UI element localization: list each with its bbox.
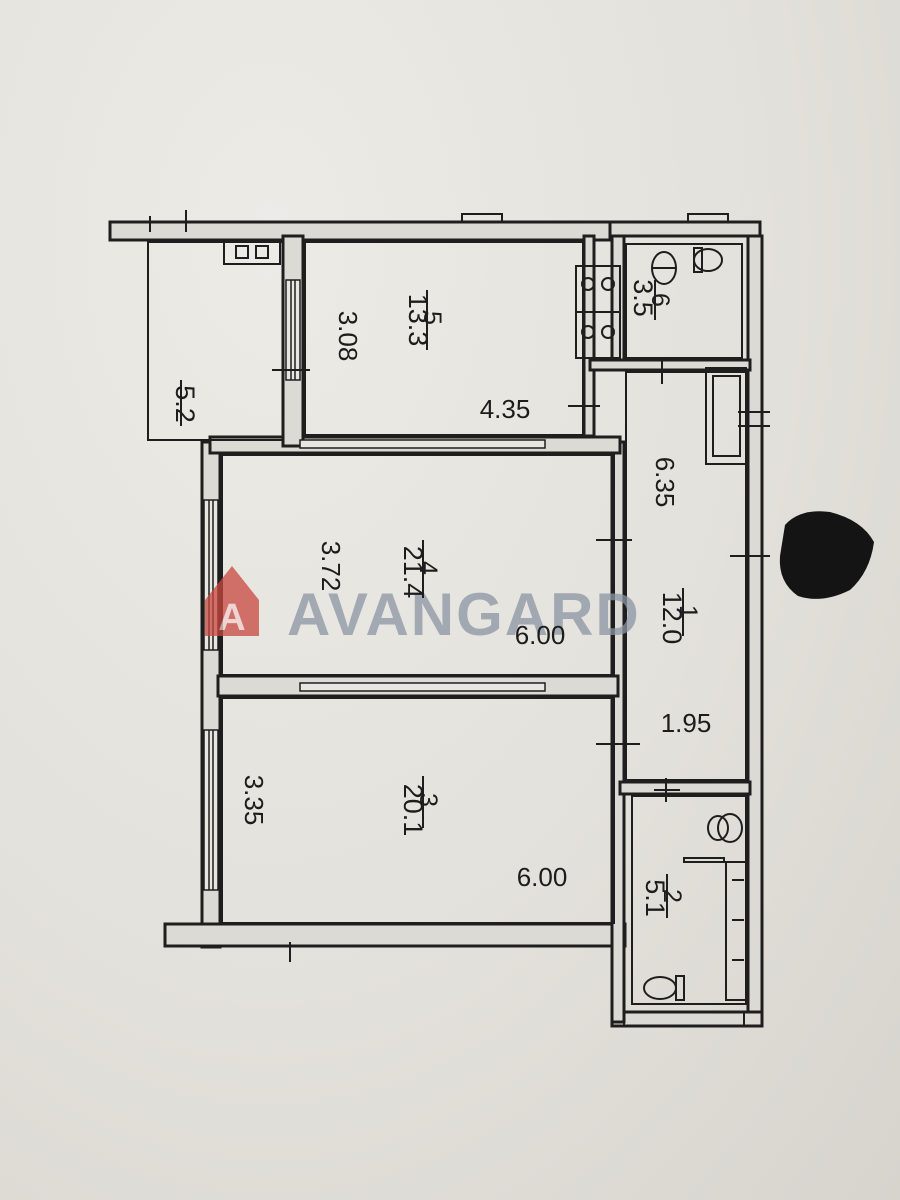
room5-number: 5 [418, 311, 446, 325]
wall-right [746, 234, 764, 1028]
window-room5 [285, 279, 301, 381]
room2-number: 2 [658, 889, 686, 903]
room5-side-dimension: 3.08 [333, 311, 363, 362]
room3-width-dimension: 6.00 [517, 862, 568, 892]
room1-number: 1 [674, 605, 702, 619]
outline-hall [625, 371, 747, 781]
outline-balcony [147, 241, 284, 441]
balcony-fixture [223, 241, 281, 265]
room-labels: 5.2 5 13.3 3.08 4.35 6 3.5 6.35 1 12.0 1… [170, 279, 711, 918]
wall-room2-top [618, 780, 752, 796]
fixtures [149, 210, 749, 1027]
outline-room2 [631, 795, 747, 1005]
vent-bottom [623, 1011, 745, 1027]
sink-room2 [717, 813, 743, 843]
ink-blob [779, 511, 874, 599]
room1-area: 12.0 [657, 592, 687, 645]
outline-room5 [304, 241, 584, 436]
toilet-room6 [693, 248, 723, 272]
watermark: A AVANGARD [205, 566, 641, 648]
window-room3 [203, 729, 219, 891]
outline-room6 [625, 243, 743, 359]
room-outlines [147, 241, 747, 1005]
watermark-text: AVANGARD [287, 581, 641, 648]
outline-room4 [221, 454, 615, 676]
balcony-area: 5.2 [170, 385, 200, 423]
hall-width-dimension: 1.95 [661, 708, 712, 738]
wall-bottom [163, 922, 627, 948]
watermark-logo-icon [205, 566, 259, 636]
room2-area: 5.1 [640, 879, 670, 917]
window-strip-4-3 [299, 682, 546, 692]
window-strip-5-4 [299, 439, 546, 449]
watermark-logo-letter: A [218, 597, 245, 639]
room3-side-dimension: 3.35 [239, 775, 269, 826]
room3-number: 3 [414, 793, 442, 807]
room4-number: 4 [414, 561, 442, 575]
toilet-room2 [643, 976, 677, 1000]
room4-side-dimension: 3.72 [316, 541, 346, 592]
wall-top-right [608, 220, 762, 238]
room5-width-dimension: 4.35 [480, 394, 531, 424]
door-ticks [272, 358, 770, 802]
wall-room6-left [610, 234, 626, 368]
hall-length-dimension: 6.35 [650, 457, 680, 508]
wardrobe [705, 367, 747, 465]
room6-number: 6 [646, 293, 674, 307]
room5-area: 13.3 [403, 294, 433, 347]
wall-bottom-right [610, 1010, 764, 1028]
room4-area: 21.4 [398, 546, 428, 599]
room4-width-dimension: 6.00 [515, 620, 566, 650]
wardrobe-inner [712, 375, 741, 457]
room3-area: 20.1 [398, 784, 428, 837]
bath-room2 [725, 861, 749, 1001]
room6-area: 3.5 [628, 279, 658, 317]
outline-room3 [221, 697, 615, 924]
